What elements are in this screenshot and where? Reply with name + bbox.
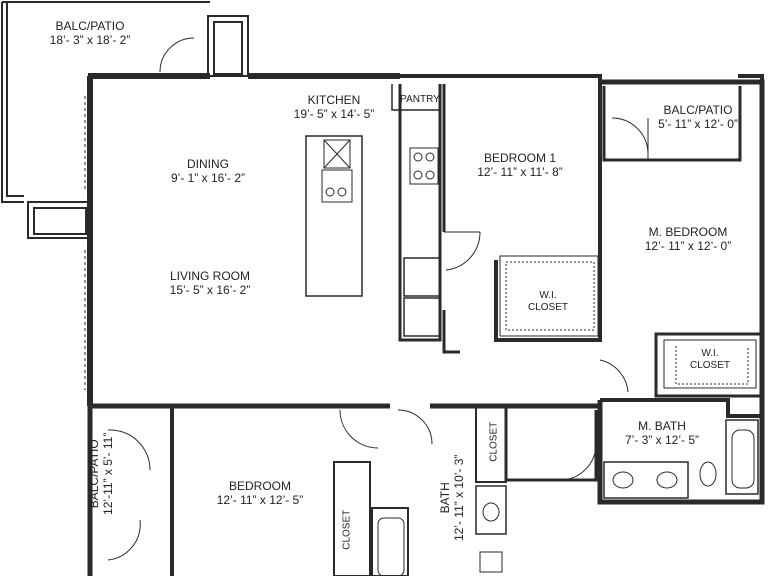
room-dimensions: 5’- 11” x 12’- 0” xyxy=(658,116,738,131)
room-name: KITCHEN xyxy=(307,93,361,107)
room-name: DINING xyxy=(187,157,229,171)
room-label-wi-closet-1: W.I. CLOSET xyxy=(518,290,578,313)
room-label-dining: DINING 9’- 1” x 16’- 2” xyxy=(152,157,264,186)
room-label-pantry: PANTRY xyxy=(398,94,442,106)
room-name: BALC/PATIO xyxy=(663,103,733,117)
room-name: M. BEDROOM xyxy=(648,225,728,239)
room-dimensions: 15’- 5” x 16’- 2” xyxy=(169,282,251,297)
room-dimensions: 18’- 3” x 18’- 2” xyxy=(49,32,131,47)
room-name: BALC/PATIO xyxy=(55,19,125,33)
room-name: LIVING ROOM xyxy=(169,269,250,283)
room-dimensions: 7’- 3” x 12’- 5” xyxy=(624,432,700,447)
room-label-wi-closet-2: W.I. CLOSET xyxy=(680,348,740,371)
room-label-balc-right: BALC/PATIO 5’- 11” x 12’- 0” xyxy=(642,103,754,132)
room-label-master-bedroom: M. BEDROOM 12’- 11” x 12’- 0” xyxy=(628,225,748,254)
room-name: CLOSET xyxy=(488,421,500,462)
room-dimensions: 12’- 11” x 12’- 5” xyxy=(216,492,304,507)
room-label-bedroom1: BEDROOM 1 12’- 11” x 11’- 8” xyxy=(462,151,578,180)
room-label-master-bath: M. BATH 7’- 3” x 12’- 5” xyxy=(606,419,718,448)
closet-line-2: CLOSET xyxy=(527,301,568,313)
room-name: BEDROOM xyxy=(228,479,291,493)
room-dimensions: 12’- 11” x 12’- 0” xyxy=(644,238,732,253)
room-name: BATH xyxy=(438,482,453,514)
room-label-balc-left: BALC/PATIO 12’-11” x 5’- 11” xyxy=(87,424,116,524)
room-dimensions: 9’- 1” x 16’- 2” xyxy=(170,170,246,185)
room-dimensions: 12’-11” x 5’- 11” xyxy=(101,432,115,515)
room-dimensions: 19’- 5” x 14’- 5” xyxy=(293,106,375,121)
room-label-kitchen: KITCHEN 19’- 5” x 14’- 5” xyxy=(278,93,390,122)
closet-line-1: W.I. xyxy=(539,290,557,301)
room-name: PANTRY xyxy=(400,94,440,105)
room-name: CLOSET xyxy=(341,509,353,550)
room-label-balc-top-left: BALC/PATIO 18’- 3” x 18’- 2” xyxy=(34,19,146,48)
room-label-closet-a: CLOSET xyxy=(341,505,353,555)
room-dimensions: 12’- 11” x 11’- 8” xyxy=(477,164,563,179)
room-dimensions: 12’- 11” x 10’- 3” xyxy=(452,454,466,542)
room-label-bedroom: BEDROOM 12’- 11” x 12’- 5” xyxy=(200,479,320,508)
room-label-closet-b: CLOSET xyxy=(488,418,500,466)
room-name: BALC/PATIO xyxy=(87,439,102,509)
closet-line-2: CLOSET xyxy=(689,359,730,371)
room-label-bath: BATH 12’- 11” x 10’- 3” xyxy=(438,443,467,553)
closet-line-1: W.I. xyxy=(701,348,719,359)
room-label-living: LIVING ROOM 15’- 5” x 16’- 2” xyxy=(152,269,268,298)
room-name: BEDROOM 1 xyxy=(483,151,556,165)
room-name: M. BATH xyxy=(638,419,686,433)
